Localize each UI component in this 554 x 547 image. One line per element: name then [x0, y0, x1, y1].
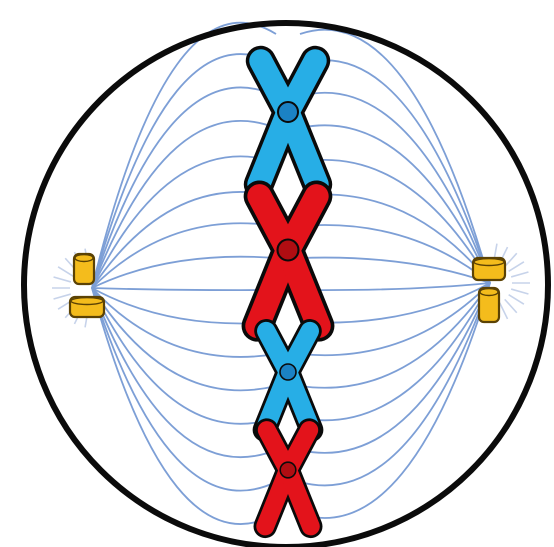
aster-ray — [505, 253, 517, 266]
chromosome-blue-large — [259, 61, 317, 185]
aster-ray — [505, 299, 517, 312]
aster-ray — [54, 294, 71, 299]
aster-ray — [509, 295, 524, 305]
centriole-left-upper — [74, 254, 94, 284]
centriole-left-lower — [70, 297, 104, 317]
spindle-fiber-left — [92, 223, 276, 288]
aster-ray — [511, 272, 528, 277]
centromere — [280, 364, 296, 380]
chromosome-red-large — [257, 196, 318, 326]
centriole-right-upper — [473, 258, 505, 280]
spindle-fiber-right — [300, 258, 490, 283]
chromosome-red-small — [265, 430, 311, 526]
spindle-fiber-left — [92, 257, 276, 288]
chromosomes — [257, 61, 318, 527]
aster-ray — [511, 289, 528, 294]
spindle-fiber-right — [300, 283, 490, 290]
centriole-right-lower — [479, 288, 499, 322]
chromosome-blue-small — [265, 331, 312, 430]
aster-ray — [58, 267, 73, 277]
spindle-fiber-left — [92, 288, 276, 290]
aster-ray — [54, 277, 71, 282]
aster-ray — [509, 262, 524, 272]
centromere — [280, 462, 296, 478]
aster-ray — [500, 303, 508, 319]
centromere — [278, 240, 299, 261]
centromere — [278, 102, 298, 122]
